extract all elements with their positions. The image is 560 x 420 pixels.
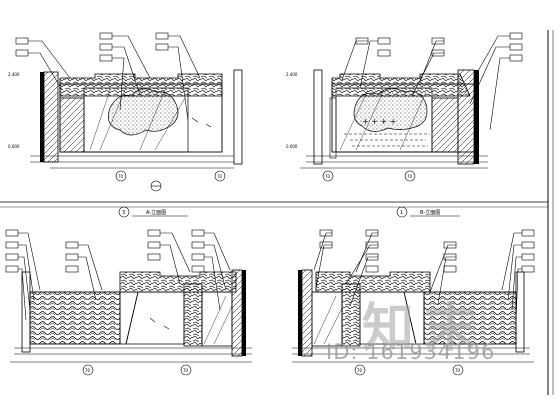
level-tag: 2.400 (8, 72, 20, 77)
level-tag: 0.000 (286, 144, 298, 149)
sheet-border (0, 30, 554, 395)
elevation-bottom-left (5, 206, 252, 376)
dimension-label: 70 (183, 368, 189, 373)
dimension-label: 70 (325, 174, 331, 179)
level-tag: 2.400 (286, 72, 298, 77)
dimension-label: 70 (407, 174, 413, 179)
elevation-top-left (15, 32, 243, 192)
watermark-id: ID: 161934196 (326, 340, 496, 364)
elevation-mark: 1 (400, 210, 403, 216)
elevation-title: B-立面图 (420, 209, 440, 216)
dimension-label: 70 (357, 368, 363, 373)
elevation-top-right: + + + + (300, 32, 523, 182)
svg-text:+ + + +: + + + + (362, 117, 396, 126)
level-tag: 0.000 (8, 144, 20, 149)
elevation-mark: 3 (122, 210, 125, 216)
watermark-logo: 知末 (362, 299, 487, 359)
dimension-label: 70 (85, 368, 91, 373)
elevation-title: A-立面图 (146, 209, 166, 216)
drawing-labels: 2.400 0.000 2.400 0.000 70 70 70 70 70 7… (8, 72, 461, 373)
elevation-bottom-right (292, 206, 535, 376)
dimension-label: 70 (217, 174, 223, 179)
dimension-label: 70 (455, 368, 461, 373)
dimension-label: 70 (118, 174, 124, 179)
